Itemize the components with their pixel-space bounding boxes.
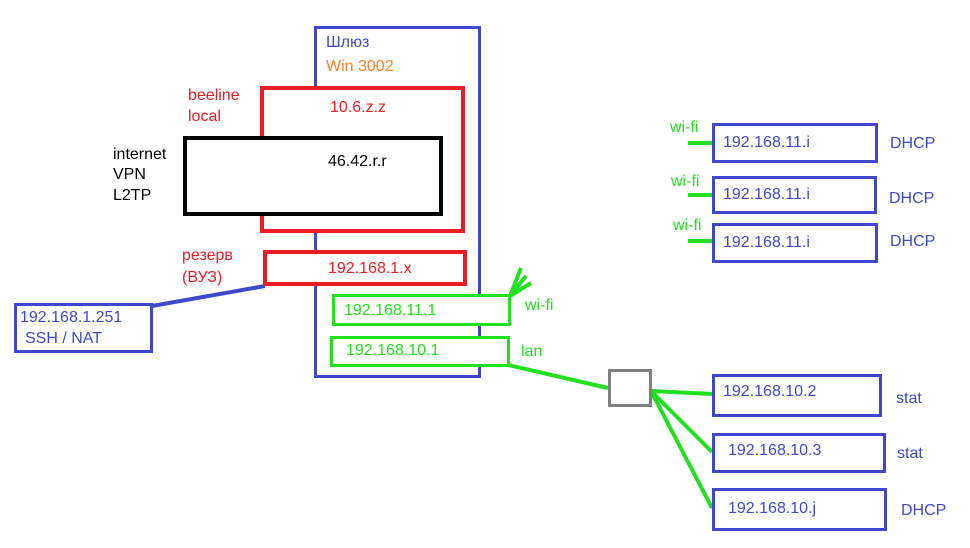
lan-client-ip: 192.168.10.3 <box>728 442 822 459</box>
ssh-host-ip: 192.168.1.251 <box>20 309 123 326</box>
gateway-os: Win 3002 <box>326 58 394 75</box>
reserve-interface-box <box>263 250 467 286</box>
lan-client-ip: 192.168.10.2 <box>723 383 817 400</box>
lan-client-mode: stat <box>897 445 923 462</box>
wifi-antenna-stem <box>508 267 523 297</box>
wifi-antenna-stem <box>508 281 533 298</box>
network-switch <box>608 369 652 407</box>
link-switch-to-lan-client <box>650 389 713 396</box>
gateway-title: Шлюз <box>326 34 370 51</box>
wifi-client-mode: DHCP <box>890 135 936 152</box>
wifi-interface-box <box>332 294 511 326</box>
ssh-host-service: SSH / NAT <box>25 330 103 347</box>
reserve-label-vuz: (ВУЗ) <box>182 269 223 286</box>
lan-client-ip: 192.168.10.j <box>728 500 817 517</box>
lan-client-mode: stat <box>896 390 922 407</box>
wifi-client-box <box>712 223 878 263</box>
reserve-label: резерв <box>182 247 233 264</box>
vpn-label-internet: internet <box>113 146 167 163</box>
wifi-client-link-label: wi-fi <box>670 119 699 136</box>
wifi-client-ip: 192.168.11.i <box>723 234 810 251</box>
lan-client-box <box>712 433 886 473</box>
link-lan-to-switch <box>507 363 609 390</box>
lan-client-box <box>712 374 882 417</box>
link-switch-to-lan-client <box>649 390 714 509</box>
wifi-client-link-label: wi-fi <box>673 217 702 234</box>
lan-interface-box <box>330 336 510 367</box>
wifi-client-link-label: wi-fi <box>671 173 700 190</box>
wifi-interface-label: wi-fi <box>525 297 554 314</box>
lan-client-box <box>712 488 887 531</box>
beeline-label-local: local <box>188 108 221 125</box>
wifi-client-box <box>712 176 877 214</box>
vpn-ip: 46.42.r.r <box>328 153 387 170</box>
vpn-interface-box <box>183 136 443 216</box>
lan-interface-label: lan <box>521 343 543 360</box>
wifi-client-mode: DHCP <box>889 190 935 207</box>
link-switch-to-lan-client <box>649 389 714 454</box>
wifi-client-mode: DHCP <box>890 233 936 250</box>
wifi-client-box <box>712 123 878 163</box>
ssh-host-box <box>14 303 153 353</box>
beeline-ip: 10.6.z.z <box>330 99 387 116</box>
link-reserve-to-ssh-host <box>151 284 266 308</box>
wifi-client-ip: 192.168.11.i <box>723 134 810 151</box>
lan-client-mode: DHCP <box>901 502 947 519</box>
vpn-label-vpn: VPN <box>113 166 146 183</box>
vpn-label-l2tp: L2TP <box>113 187 152 204</box>
beeline-label: beeline <box>188 87 240 104</box>
lan-interface-ip: 192.168.10.1 <box>346 342 440 359</box>
wifi-client-ip: 192.168.11.i <box>723 186 810 203</box>
reserve-ip: 192.168.1.x <box>328 260 412 277</box>
wifi-interface-ip: 192.168.11.1 <box>344 302 437 319</box>
